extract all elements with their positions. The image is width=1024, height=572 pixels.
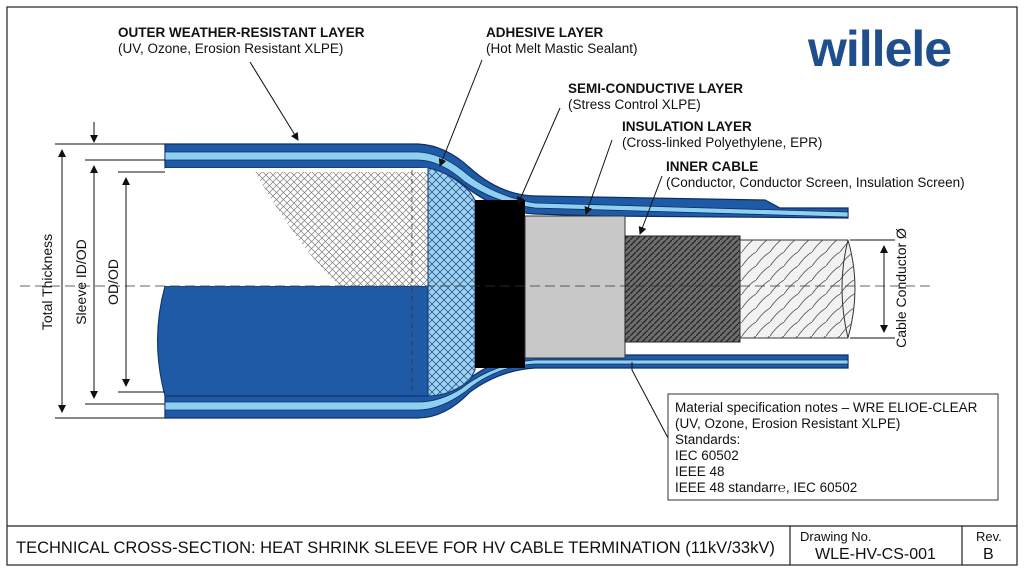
conductor-break-line (841, 239, 849, 339)
label-inner-sub: (Conductor, Conductor Screen, Insulation… (666, 175, 965, 190)
inner-screen-hatch (625, 236, 740, 342)
semi-conductive-layer (475, 200, 525, 368)
dim-label-sleeve-id-od: Sleeve ID/OD (73, 239, 89, 325)
drawing-no-label: Drawing No. (800, 529, 872, 544)
note-line-1: Material specification notes – WRE ELIOE… (675, 400, 978, 415)
drawing-no-value: WLE-HV-CS-001 (815, 546, 936, 563)
note-line-4: IEC 60502 (675, 448, 739, 463)
dim-label-total-thickness: Total Thickness (39, 234, 55, 330)
light-band-top (164, 151, 849, 218)
dim-label-od: OD/OD (105, 259, 121, 305)
rev-label: Rev. (976, 529, 1002, 544)
dim-label-cable-conductor: Cable Conductor Ø (893, 228, 909, 348)
sleeve-body-lower (157, 285, 429, 397)
label-outer-title: OUTER WEATHER-RESISTANT LAYER (118, 25, 365, 40)
sheet-border (6, 6, 1018, 566)
label-inner-title: INNER CABLE (666, 159, 758, 174)
label-semi-sub: (Stress Control XLPE) (568, 97, 701, 112)
leader-lines (249, 59, 669, 439)
insulation-layer (524, 215, 626, 359)
label-outer-sub: (UV, Ozone, Erosion Resistant XLPE) (118, 41, 343, 56)
dim-total-thickness (55, 143, 165, 419)
label-adhesive-sub: (Hot Melt Mastic Sealant) (486, 41, 638, 56)
note-line-3: Standards: (675, 432, 740, 447)
adhesive-hatch (428, 168, 475, 396)
label-adhesive-title: ADHESIVE LAYER (486, 25, 604, 40)
title-block-title: TECHNICAL CROSS-SECTION: HEAT SHRINK SLE… (16, 539, 775, 557)
label-insulation-title: INSULATION LAYER (622, 119, 752, 134)
note-line-5: IEEE 48 (675, 464, 725, 479)
conductor-strands (740, 240, 855, 338)
hatch-fade (255, 172, 428, 286)
title-block (7, 525, 1017, 565)
light-band-bottom (164, 359, 849, 411)
dim-sleeve-id-od (85, 122, 165, 405)
label-insulation-sub: (Cross-linked Polyethylene, EPR) (622, 135, 822, 150)
dim-od (118, 171, 165, 393)
rev-value: B (983, 546, 994, 563)
dim-cable-conductor (850, 239, 895, 339)
label-semi-title: SEMI-CONDUCTIVE LAYER (568, 81, 743, 96)
brand-logo: willele (807, 21, 951, 77)
note-line-6: IEEE 48 standarr℮, IEC 60502 (675, 480, 857, 495)
notes-box (667, 393, 999, 501)
note-line-2: (UV, Ozone, Erosion Resistant XLPE) (675, 416, 900, 431)
